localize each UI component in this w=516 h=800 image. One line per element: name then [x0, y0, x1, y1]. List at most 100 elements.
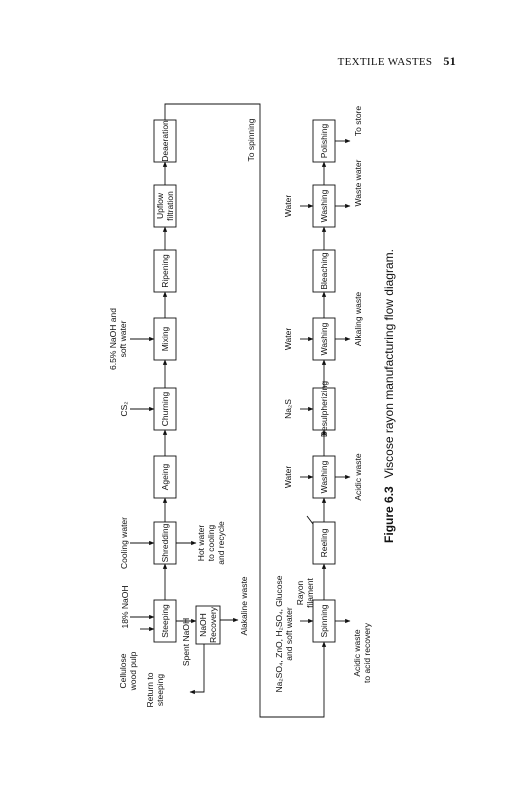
- label-spent-naoh: Spent NaOH: [181, 618, 191, 666]
- label-acidic-waste: Acidic waste: [353, 453, 363, 501]
- label-hot-water-line-3: and recycle: [216, 521, 226, 565]
- box-washing2: [312, 317, 336, 361]
- box-washing2-label-line-1: Washing: [319, 322, 329, 355]
- box-desulph: [312, 387, 336, 431]
- label-water2-line-1: Water: [283, 328, 293, 351]
- label-spinning-bath-line-2: and soft water: [284, 607, 294, 661]
- label-naoh-65-line-2: soft water: [118, 320, 128, 357]
- figure-title: Viscose rayon manufacturing flow diagram…: [382, 249, 396, 478]
- box-shredding: [153, 521, 177, 565]
- box-washing2-label: Washing: [319, 322, 329, 355]
- figure-caption-text: Figure 6.3 Viscose rayon manufacturing fl…: [382, 249, 396, 543]
- label-18-naoh: 18% NaOH: [120, 586, 130, 629]
- label-spinning-bath-line-1: Na₂SO₄, ZnO, H₂SO₄, Glucose: [274, 575, 284, 692]
- label-acid-recovery-line-2: to acid recovery: [362, 622, 372, 683]
- box-ripening-label: Ripening: [160, 254, 170, 288]
- box-naoh-recovery: [195, 605, 221, 645]
- box-desulph-label-line-1: Desulpherizing: [319, 381, 329, 437]
- label-waste-water-line-1: Waste water: [353, 159, 363, 206]
- box-mixing-label-line-1: Mixing: [160, 326, 170, 351]
- box-bleaching-label-line-1: Bleaching: [319, 252, 329, 290]
- box-washing3-label: Washing: [319, 189, 329, 222]
- label-water3: Water: [283, 195, 293, 218]
- page-number: 51: [443, 54, 456, 68]
- box-deaeration: [153, 119, 177, 163]
- box-washing3: [312, 184, 336, 228]
- box-reeling-label: Reeling: [319, 528, 329, 557]
- label-waste-water: Waste water: [353, 159, 363, 206]
- label-spent-naoh-line-1: Spent NaOH: [181, 618, 191, 666]
- box-churning-label-line-1: Churning: [160, 391, 170, 426]
- label-alkaling-waste: Alkaling waste: [353, 292, 363, 347]
- label-alkaline-waste-line-1: Alakaline waste: [239, 576, 249, 635]
- box-shredding-label-line-1: Shredding: [160, 523, 170, 562]
- label-to-store-line-1: To store: [353, 106, 363, 137]
- box-churning-label: Churning: [160, 391, 170, 426]
- box-polishing-label-line-1: Polishing: [319, 123, 329, 158]
- figure-label: Figure 6.3: [382, 486, 396, 543]
- box-upflow-label-line-2: filtration: [165, 191, 175, 221]
- label-cooling-water-line-1: Cooling water: [119, 517, 129, 569]
- box-spinning-label-line-1: Spinning: [319, 604, 329, 637]
- label-naoh-65-line-1: 6.5% NaOH and: [108, 308, 118, 370]
- label-water1: Water: [283, 466, 293, 489]
- box-washing3-label-line-1: Washing: [319, 189, 329, 222]
- box-bleaching-label: Bleaching: [319, 252, 329, 290]
- box-deaeration-label: Deaeration: [160, 120, 170, 162]
- box-deaeration-label-line-1: Deaeration: [160, 120, 170, 162]
- box-mixing: [153, 317, 177, 361]
- box-ripening-label-line-1: Ripening: [160, 254, 170, 288]
- label-rayon-filament-line-1: Rayon: [295, 580, 305, 605]
- box-churning: [153, 387, 177, 431]
- label-to-spinning: To spinning: [246, 118, 256, 161]
- label-return-to-steeping-line-1: Return to: [145, 672, 155, 707]
- box-shredding-label: Shredding: [160, 523, 170, 562]
- label-18-naoh-line-1: 18% NaOH: [120, 586, 130, 629]
- box-upflow: [153, 184, 177, 228]
- label-alkaline-waste: Alakaline waste: [239, 576, 249, 635]
- box-steeping-label-line-1: Steeping: [160, 604, 170, 638]
- box-naoh-recovery-label-line-2: Recovery: [208, 606, 218, 643]
- box-reeling-label-line-1: Reeling: [319, 528, 329, 557]
- label-alkaling-waste-line-1: Alkaling waste: [353, 292, 363, 347]
- box-ageing-label: Ageing: [160, 463, 170, 490]
- figure-caption: Figure 6.3 Viscose rayon manufacturing fl…: [382, 249, 396, 543]
- label-water3-line-1: Water: [283, 195, 293, 218]
- arrow-return-to-steeping: [189, 644, 205, 695]
- box-polishing-label: Polishing: [319, 123, 329, 158]
- box-desulph-label: Desulpherizing: [319, 381, 329, 437]
- label-cs2: CS₂: [119, 401, 129, 416]
- box-ripening: [153, 249, 177, 293]
- label-acid-recovery-line-1: Acidic waste: [352, 629, 362, 677]
- box-steeping: [153, 599, 177, 643]
- label-water1-line-1: Water: [283, 466, 293, 489]
- label-hot-water-line-1: Hot water: [196, 525, 206, 562]
- box-bleaching: [312, 249, 336, 293]
- box-reeling: [312, 521, 336, 565]
- label-return-to-steeping-line-2: steeping: [155, 674, 165, 706]
- box-polishing: [312, 119, 336, 163]
- label-na2s: Na₂S: [283, 399, 293, 419]
- box-upflow-label-line-1: Upflow: [155, 192, 165, 219]
- rayon-filament-pointer: [306, 515, 314, 525]
- label-acidic-waste-line-1: Acidic waste: [353, 453, 363, 501]
- label-hot-water-line-2: to cooling: [206, 525, 216, 562]
- running-title: TEXTILE WASTES: [337, 56, 433, 68]
- label-cooling-water: Cooling water: [119, 517, 129, 569]
- box-spinning: [312, 599, 336, 643]
- label-cs2-line-1: CS₂: [119, 401, 129, 416]
- arrow-to-spinning: [164, 103, 327, 718]
- label-to-store: To store: [353, 106, 363, 137]
- label-cellulose-wood-pulp-line-1: Cellulose: [118, 653, 128, 688]
- running-header: TEXTILE WASTES 51: [338, 54, 456, 69]
